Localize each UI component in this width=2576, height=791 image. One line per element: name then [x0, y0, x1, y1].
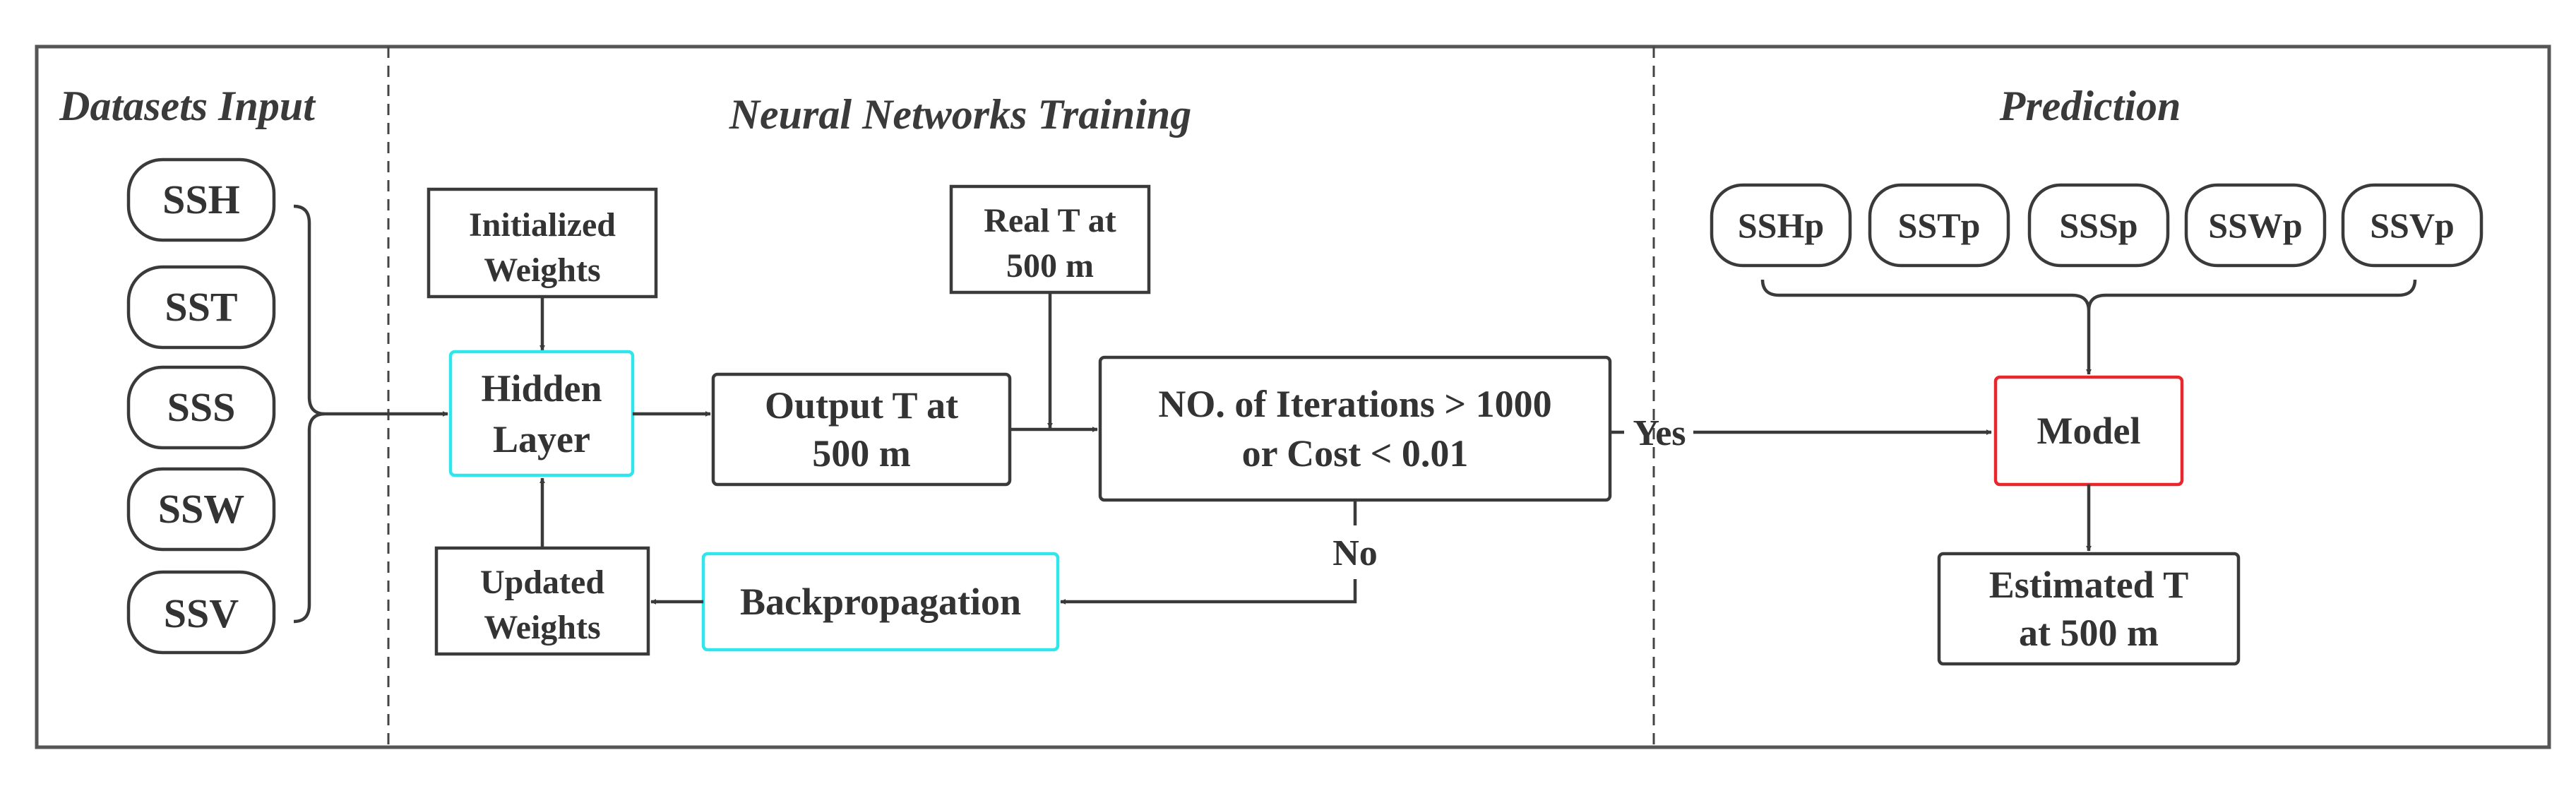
output-line1: Output T at	[765, 384, 958, 427]
pred-input-sssp-label: SSSp	[2059, 206, 2137, 245]
condition-box: NO. of Iterations > 1000 or Cost < 0.01	[1098, 355, 1612, 502]
input-brace	[293, 204, 326, 624]
estimated-box: Estimated T at 500 m	[1937, 552, 2241, 666]
initialized-weights-box: Initialized Weights	[427, 187, 658, 299]
section-title-training: Neural Networks Training	[729, 91, 1192, 138]
input-ssh-label: SSH	[162, 177, 240, 222]
real-t-box: Real T at 500 m	[949, 184, 1151, 295]
arrow-no-to-backprop	[1060, 579, 1357, 605]
condition-line2: or Cost < 0.01	[1242, 432, 1469, 475]
input-sss-label: SSS	[167, 384, 236, 430]
prediction-brace	[1760, 279, 2417, 311]
initialized-weights-line2: Weights	[484, 251, 600, 289]
backprop-label: Backpropagation	[740, 581, 1021, 623]
no-label: No	[1332, 533, 1378, 573]
input-sss: SSS	[126, 365, 276, 450]
hidden-layer-line1: Hidden	[481, 367, 602, 410]
hidden-layer-line2: Layer	[493, 418, 590, 460]
outer-frame	[35, 44, 2551, 749]
model-box: Model	[1993, 375, 2184, 487]
updated-weights-box: Updated Weights	[434, 546, 650, 656]
pred-input-sstp: SSTp	[1868, 183, 2010, 268]
section-title-datasets: Datasets Input	[59, 83, 316, 129]
pred-input-sshp: SSHp	[1710, 183, 1852, 268]
input-ssv-label: SSV	[164, 590, 239, 636]
condition-line1: NO. of Iterations > 1000	[1158, 383, 1551, 425]
backprop-box: Backpropagation	[701, 552, 1060, 652]
initialized-weights-line1: Initialized	[469, 206, 616, 244]
input-ssh: SSH	[126, 157, 276, 242]
output-line2: 500 m	[812, 432, 911, 475]
yes-label: Yes	[1633, 413, 1686, 453]
updated-weights-line2: Weights	[484, 609, 600, 646]
real-t-line2: 500 m	[1006, 247, 1094, 285]
input-ssv: SSV	[126, 570, 276, 655]
input-sst-label: SST	[165, 284, 237, 330]
pred-input-sswp-label: SSWp	[2208, 206, 2302, 245]
estimated-line1: Estimated T	[1989, 564, 2189, 606]
hidden-layer-box: Hidden Layer	[448, 350, 635, 477]
real-t-line1: Real T at	[984, 202, 1116, 239]
input-ssw: SSW	[126, 467, 276, 552]
model-label: Model	[2037, 410, 2141, 452]
pred-input-sstp-label: SSTp	[1898, 206, 1981, 245]
pred-input-ssvp-label: SSVp	[2370, 206, 2455, 245]
estimated-line2: at 500 m	[2019, 612, 2159, 654]
section-title-prediction: Prediction	[1999, 83, 2181, 129]
updated-weights-line1: Updated	[480, 564, 604, 601]
pred-input-ssvp: SSVp	[2341, 183, 2483, 268]
output-box: Output T at 500 m	[711, 372, 1012, 487]
pred-input-sswp: SSWp	[2184, 183, 2327, 268]
pred-input-sshp-label: SSHp	[1738, 206, 1824, 245]
input-sst: SST	[126, 265, 276, 350]
pred-input-sssp: SSSp	[2027, 183, 2170, 268]
input-ssw-label: SSW	[158, 486, 245, 532]
